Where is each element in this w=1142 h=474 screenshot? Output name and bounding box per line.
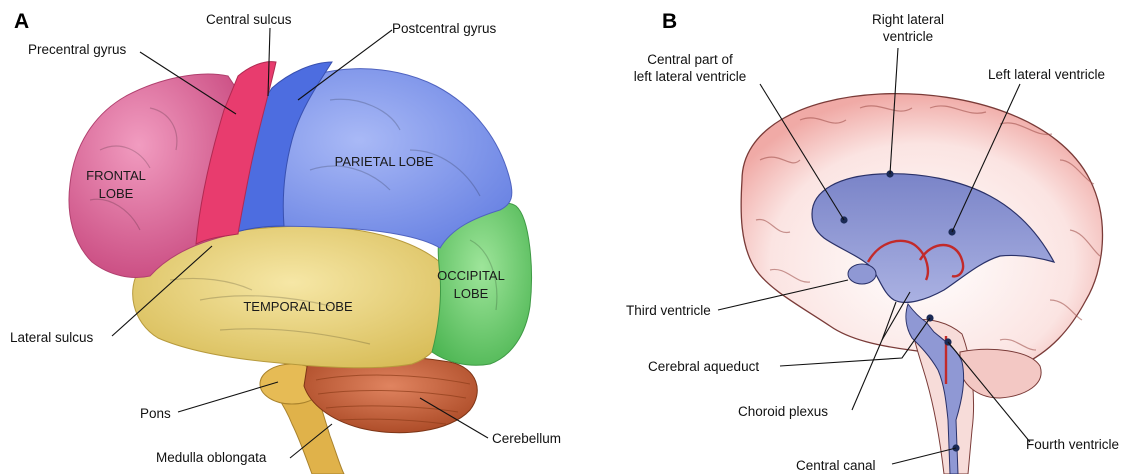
occipital-lobe-label-line2: LOBE bbox=[454, 286, 489, 301]
occipital-lobe-label-line1: OCCIPITAL bbox=[437, 268, 505, 283]
panel-b-letter: B bbox=[662, 10, 677, 33]
choroid-plexus-label: Choroid plexus bbox=[738, 404, 828, 419]
third-ventricle-shape bbox=[848, 264, 876, 284]
central-part-label-line2: left lateral ventricle bbox=[634, 69, 747, 84]
central-canal-label: Central canal bbox=[796, 458, 876, 473]
panel-a: A bbox=[10, 10, 561, 474]
cerebellum-label: Cerebellum bbox=[492, 431, 561, 446]
pons-label: Pons bbox=[140, 406, 171, 421]
frontal-lobe-label-line1: FRONTAL bbox=[86, 168, 146, 183]
left-lateral-label: Left lateral ventricle bbox=[988, 67, 1105, 82]
pons-leader bbox=[178, 382, 278, 412]
precentral-gyrus-label: Precentral gyrus bbox=[28, 42, 127, 57]
temporal-lobe-label: TEMPORAL LOBE bbox=[243, 299, 353, 314]
parietal-lobe-label: PARIETAL LOBE bbox=[335, 154, 434, 169]
right-lateral-label-line2: ventricle bbox=[883, 29, 933, 44]
frontal-lobe-label-line2: LOBE bbox=[99, 186, 134, 201]
panel-a-letter: A bbox=[14, 10, 29, 33]
cerebral-aqueduct-label: Cerebral aqueduct bbox=[648, 359, 759, 374]
third-ventricle-label: Third ventricle bbox=[626, 303, 711, 318]
central-part-label-line1: Central part of bbox=[647, 52, 733, 67]
right-lateral-label-line1: Right lateral bbox=[872, 12, 944, 27]
panel-b: B bbox=[626, 10, 1119, 474]
postcentral-gyrus-label: Postcentral gyrus bbox=[392, 21, 497, 36]
fourth-ventricle-label: Fourth ventricle bbox=[1026, 437, 1119, 452]
central-sulcus-label: Central sulcus bbox=[206, 12, 292, 27]
medulla-label: Medulla oblongata bbox=[156, 450, 267, 465]
lateral-sulcus-label: Lateral sulcus bbox=[10, 330, 94, 345]
